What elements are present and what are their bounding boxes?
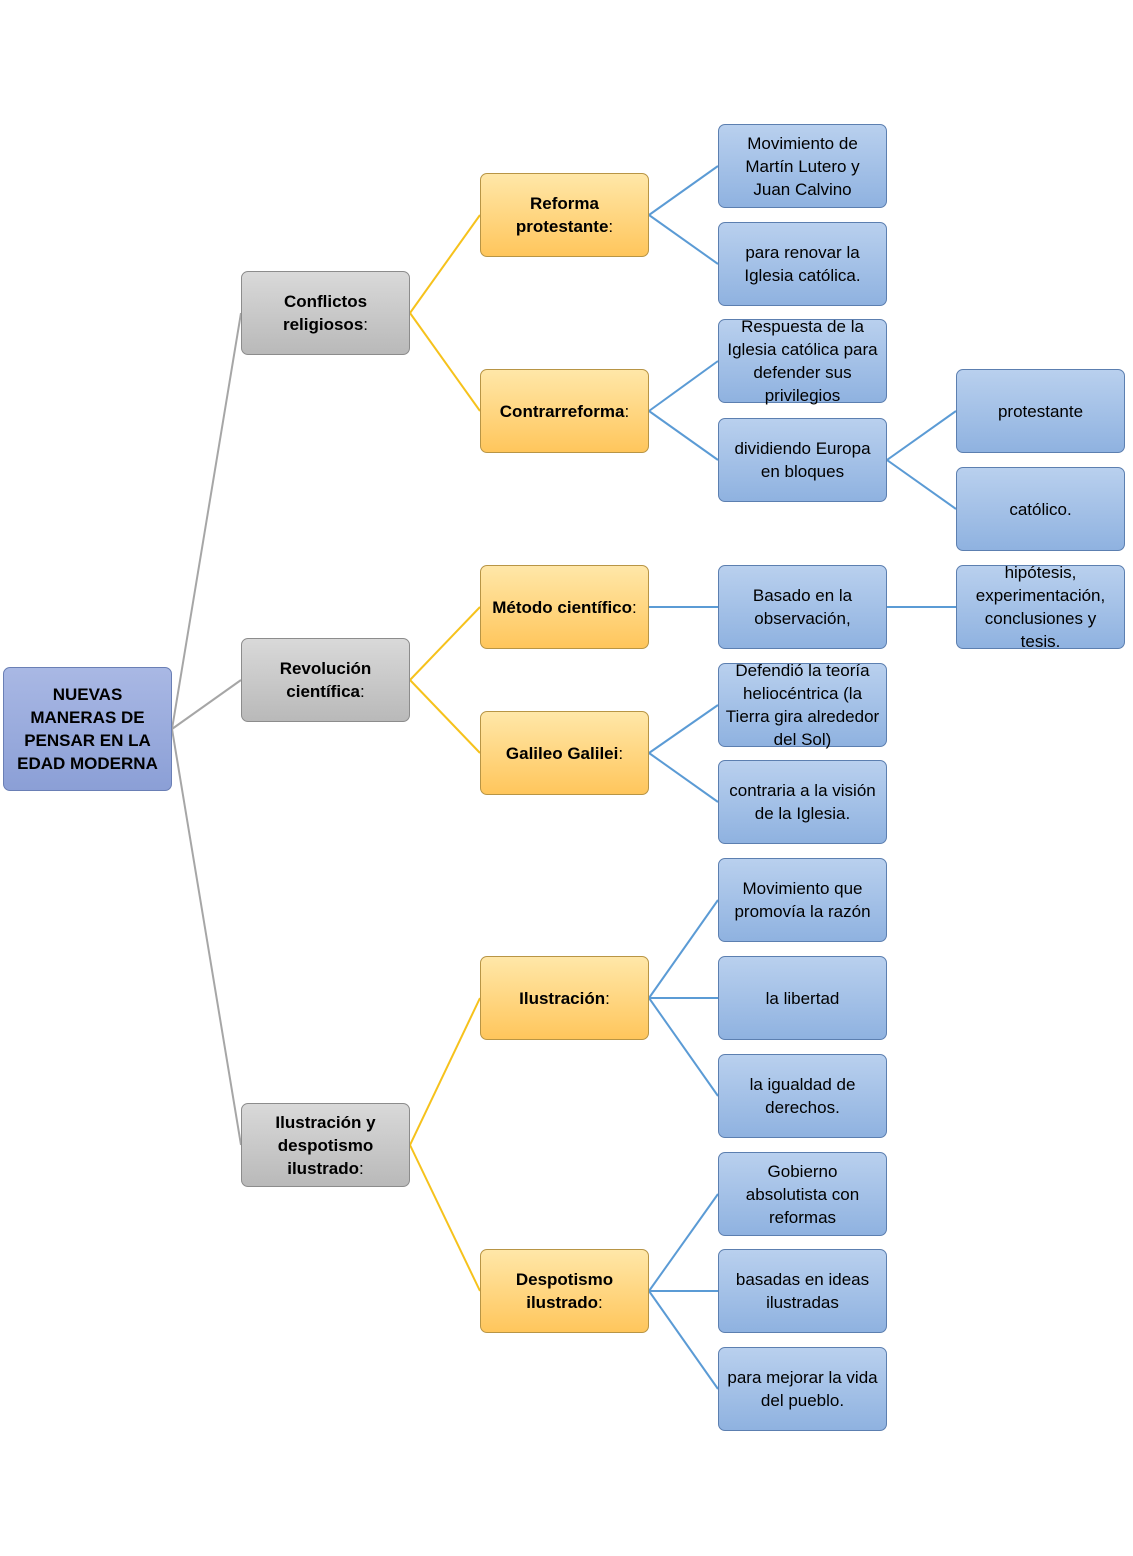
leaf-bloque-1-text: protestante [997, 401, 1084, 421]
edge-desp-3 [648, 1290, 719, 1390]
leaf-ilus-3-text: la igualdad de derechos. [749, 1075, 856, 1117]
conflictos-title: Conflictos religiosos [282, 292, 368, 334]
leaf-desp-2: basadas en ideas ilustradas [718, 1249, 887, 1333]
leaf-ilus-2: la libertad [718, 956, 887, 1040]
leaf-contra-2: dividiendo Europa en bloques [718, 418, 887, 502]
leaf-galileo-2: contraria a la visión de la Iglesia. [718, 760, 887, 844]
leaf-desp-3-text: para mejorar la vida del pueblo. [727, 1368, 878, 1410]
edge-root-conflictos [171, 312, 242, 730]
edge-contra-2 [648, 410, 719, 461]
edge-ilus-1 [648, 899, 719, 999]
node-despotismo-ilustrado: Despotismo ilustrado: [480, 1249, 649, 1333]
leaf-reforma-2: para renovar la Iglesia católica. [718, 222, 887, 306]
ilustracion-suffix: : [605, 988, 610, 1008]
edge-revolucion-galileo [409, 679, 481, 754]
leaf-desp-1-text: Gobierno absolutista con reformas [745, 1161, 860, 1227]
edge-conflictos-contrarreforma [409, 312, 481, 412]
leaf-metodo-1: Basado en la observación, [718, 565, 887, 649]
ilustracion-despotismo-title: Ilustración y despotismo ilustrado [275, 1112, 376, 1178]
node-contrarreforma: Contrarreforma: [480, 369, 649, 453]
root-node: NUEVAS MANERAS DE PENSAR EN LA EDAD MODE… [3, 667, 172, 791]
edge-reforma-2 [648, 214, 719, 265]
root-line-4: EDAD MODERNA [17, 754, 158, 773]
edge-galileo-2 [648, 752, 719, 803]
revolucion-title: Revolución científica [279, 659, 372, 701]
despotismo-suffix: : [598, 1293, 603, 1312]
root-line-2: MANERAS DE [30, 708, 145, 727]
leaf-ilus-3: la igualdad de derechos. [718, 1054, 887, 1138]
galileo-suffix: : [618, 743, 624, 763]
node-conflictos-religiosos: Conflictos religiosos: [241, 271, 410, 355]
leaf-bloque-1: protestante [956, 369, 1125, 453]
leaf-contra-1-text: Respuesta de la Iglesia católica para de… [727, 317, 878, 405]
metodo-suffix: : [632, 597, 637, 617]
conflictos-suffix: : [363, 315, 369, 334]
leaf-metodo-1-text: Basado en la observación, [752, 586, 853, 628]
ilustracion-title: Ilustración [519, 988, 606, 1008]
leaf-ilus-2-text: la libertad [765, 988, 840, 1008]
edge-contra-1 [648, 360, 719, 412]
leaf-reforma-1-text: Movimiento de Martín Lutero y Juan Calvi… [745, 133, 860, 199]
metodo-title: Método científico [492, 597, 633, 617]
revolucion-suffix: : [359, 682, 365, 701]
node-ilustracion-despotismo: Ilustración y despotismo ilustrado: [241, 1103, 410, 1187]
leaf-desp-2-text: basadas en ideas ilustradas [735, 1270, 870, 1312]
leaf-galileo-1: Defendió la teoría heliocéntrica (la Tie… [718, 661, 887, 749]
node-reforma-protestante: Reforma protestante: [480, 173, 649, 257]
reforma-suffix: : [608, 217, 614, 236]
edge-desp-1 [648, 1193, 719, 1292]
edge-reforma-1 [648, 165, 719, 216]
edge-conflictos-reforma [409, 214, 481, 314]
leaf-desp-3: para mejorar la vida del pueblo. [718, 1347, 887, 1431]
leaf-ilus-1: Movimiento que promovía la razón [718, 858, 887, 942]
node-galileo-galilei: Galileo Galilei: [480, 711, 649, 795]
despotismo-title: Despotismo ilustrado [515, 1270, 614, 1312]
node-metodo-cientifico: Método científico: [480, 565, 649, 649]
contrarreforma-title: Contrarreforma [499, 401, 625, 421]
ilustracion-despotismo-suffix: : [359, 1158, 364, 1178]
edge-root-ilustracion-despotismo [171, 728, 242, 1146]
reforma-title: Reforma protestante [515, 194, 609, 236]
leaf-bloque-2: católico. [956, 467, 1125, 551]
edge-ilus-3 [648, 997, 719, 1097]
leaf-galileo-2-text: contraria a la visión de la Iglesia. [729, 781, 876, 823]
leaf-contra-1: Respuesta de la Iglesia católica para de… [718, 317, 887, 405]
node-revolucion-cientifica: Revolución científica: [241, 638, 410, 722]
contrarreforma-suffix: : [624, 401, 630, 421]
leaf-metodo-2-text: hipótesis, experimentación, conclusiones… [975, 563, 1106, 651]
root-line-3: PENSAR EN LA [24, 731, 151, 750]
edge-ilus-despotismo [409, 1144, 481, 1292]
node-ilustracion: Ilustración: [480, 956, 649, 1040]
leaf-reforma-2-text: para renovar la Iglesia católica. [744, 243, 861, 285]
root-line-1: NUEVAS [52, 685, 123, 704]
leaf-metodo-2: hipótesis, experimentación, conclusiones… [956, 563, 1125, 651]
leaf-reforma-1: Movimiento de Martín Lutero y Juan Calvi… [718, 124, 887, 208]
leaf-bloque-2-text: católico. [1009, 499, 1072, 519]
galileo-title: Galileo Galilei [505, 743, 619, 763]
edge-ilus-ilustracion [409, 997, 481, 1146]
edge-bloque-1 [886, 410, 957, 461]
edge-bloque-2 [886, 459, 957, 510]
edge-root-revolucion [171, 679, 242, 730]
leaf-contra-2-text: dividiendo Europa en bloques [734, 439, 871, 481]
leaf-galileo-1-text: Defendió la teoría heliocéntrica (la Tie… [725, 661, 880, 749]
edge-galileo-1 [648, 704, 719, 754]
leaf-desp-1: Gobierno absolutista con reformas [718, 1152, 887, 1236]
edge-revolucion-metodo [409, 606, 481, 681]
leaf-ilus-1-text: Movimiento que promovía la razón [734, 879, 871, 921]
